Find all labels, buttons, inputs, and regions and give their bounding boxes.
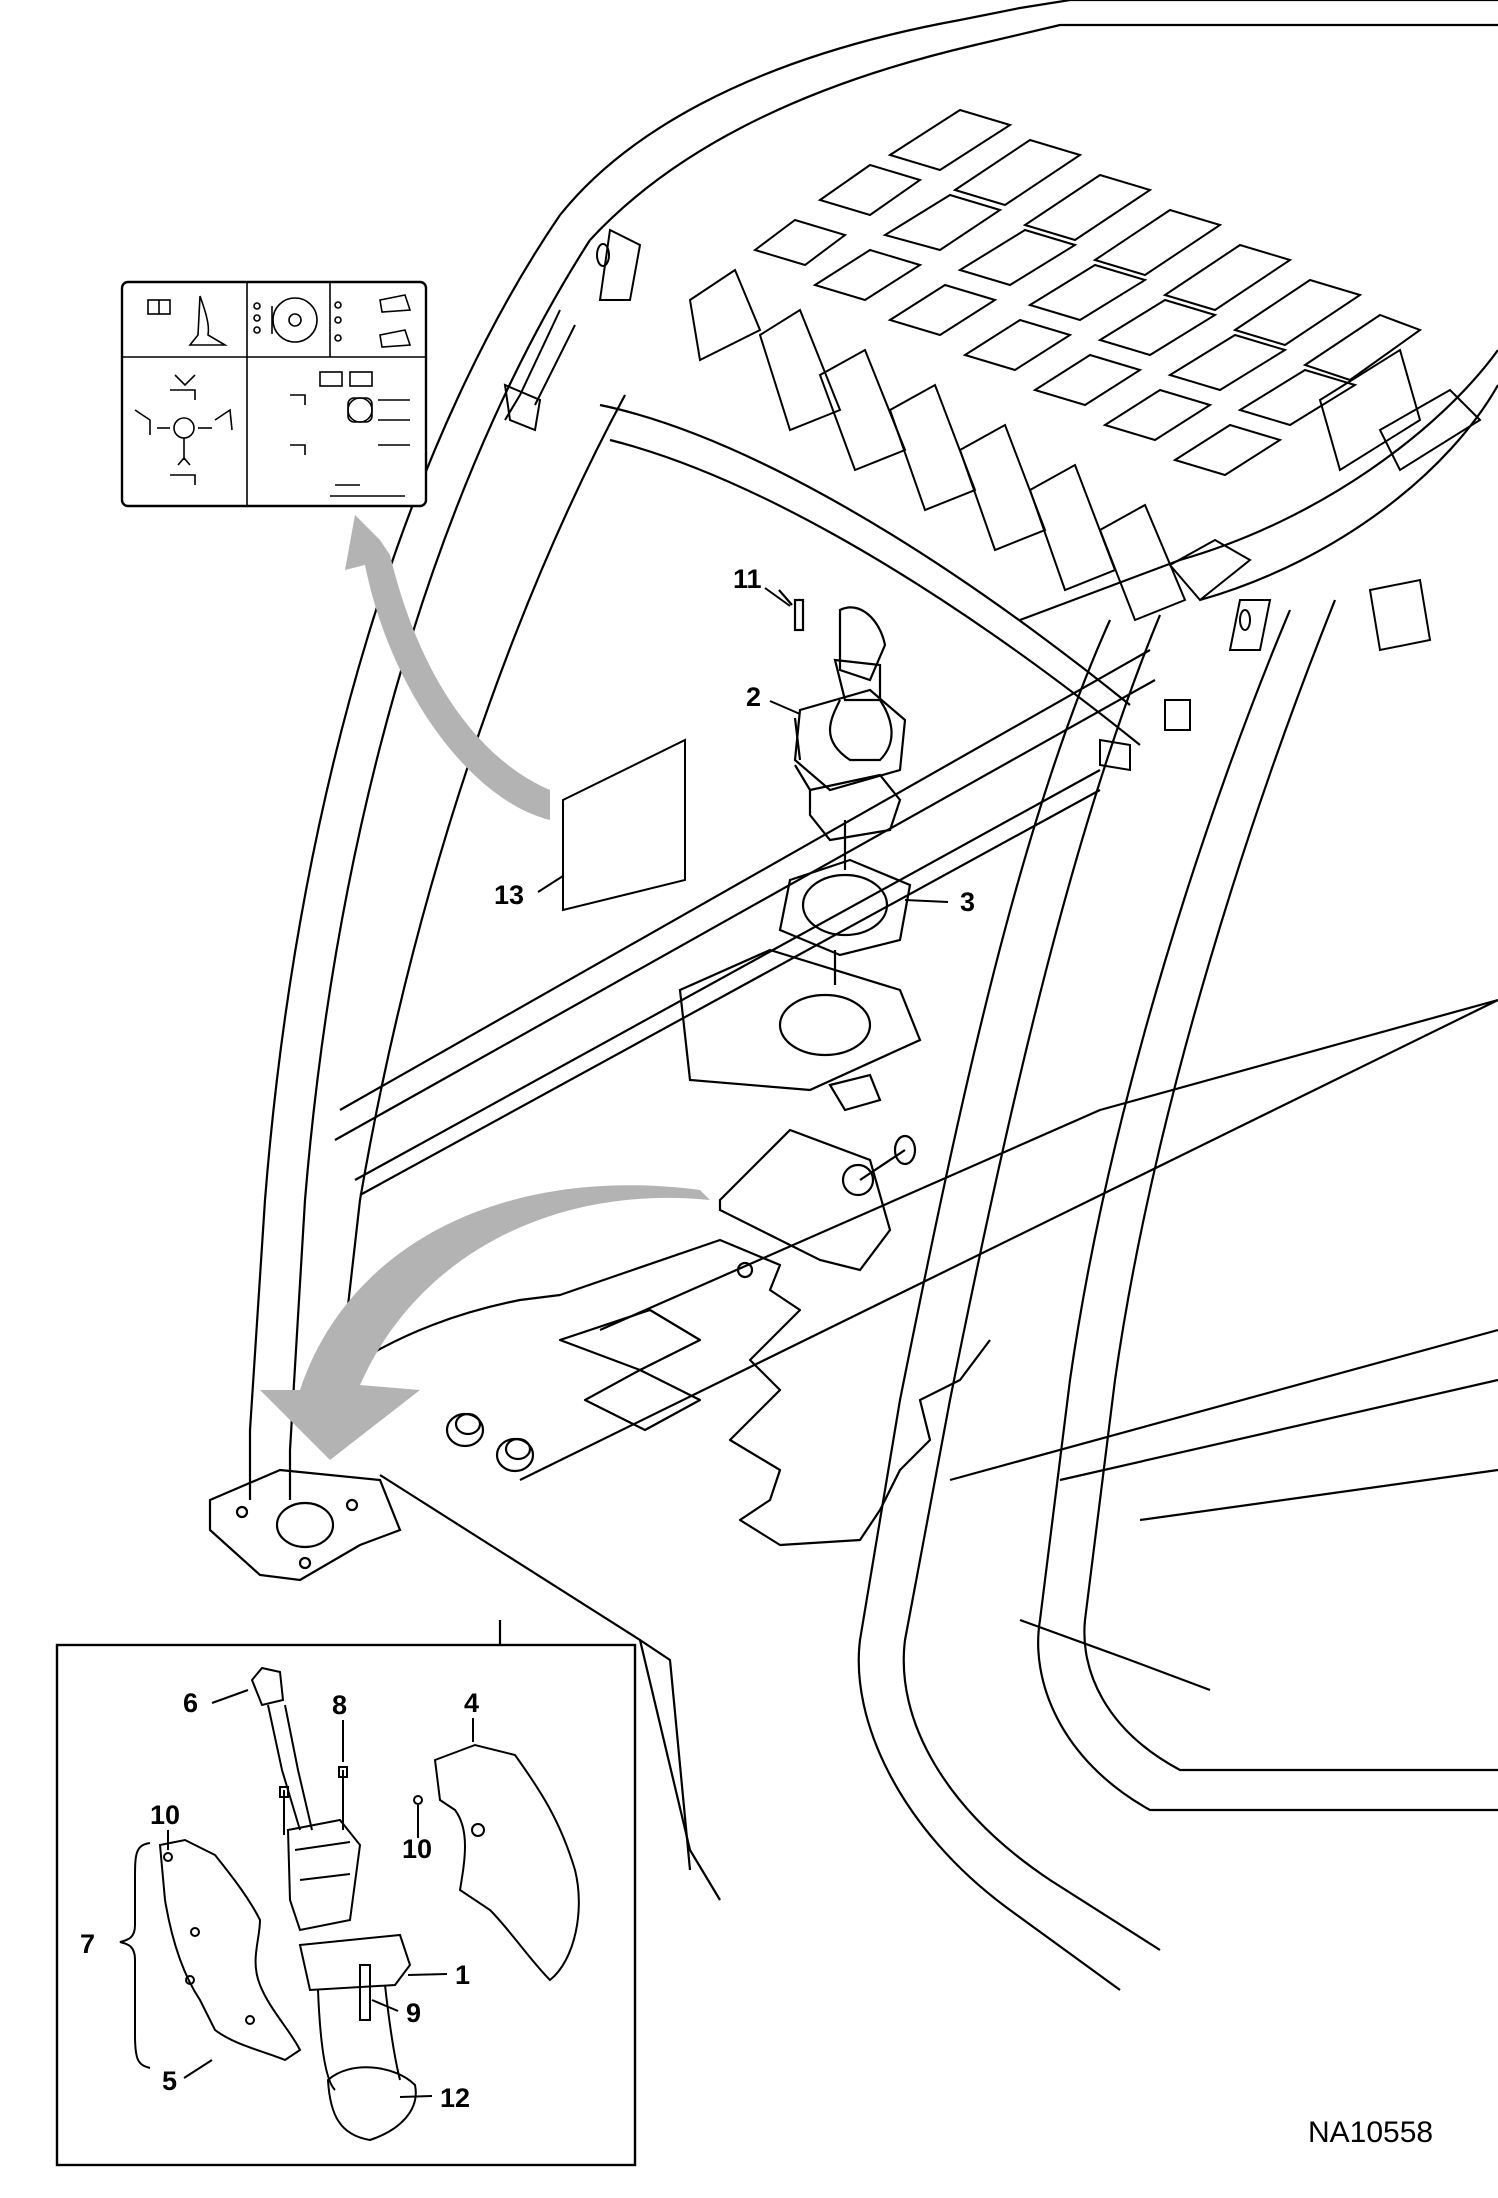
roof-grille: [688, 108, 1482, 622]
dashboard-panel: [329, 1222, 991, 1547]
screw-11: [793, 598, 805, 632]
callout-2: 2: [746, 682, 761, 712]
joystick-assembly: [778, 589, 907, 842]
roof-brackets: [503, 228, 1432, 772]
callout-7: 7: [80, 1929, 95, 1959]
mounting-plate: [678, 948, 922, 1112]
callout-6: 6: [183, 1688, 198, 1718]
joystick-icon: [188, 295, 228, 346]
gasket: [778, 820, 912, 985]
arrow-to-decal: [345, 515, 550, 820]
callout-12: 12: [440, 2083, 470, 2113]
inset-leader-lines: [167, 1689, 474, 2098]
cover-4: [433, 1743, 580, 1982]
vehicle-icon: [379, 294, 412, 313]
boot-12: [326, 2066, 417, 2142]
callout-9: 9: [406, 1998, 421, 2028]
cab-frame: [248, 0, 1498, 1991]
vehicle-icon-2: [379, 329, 412, 348]
callout-labels: 11 2 3 13 6 8 4 10 10 7 1 9 5 12: [80, 564, 975, 2113]
decal-13: [562, 738, 686, 912]
callout-11: 11: [733, 564, 762, 594]
callout-10-left: 10: [150, 1800, 180, 1830]
callout-1: 1: [455, 1960, 470, 1990]
steering-wheel-icon: [272, 297, 318, 343]
figure-id: NA10558: [1308, 2116, 1433, 2149]
callout-13: 13: [494, 880, 524, 910]
callout-3: 3: [960, 887, 975, 917]
foot-mount: [208, 1468, 402, 1582]
lower-joystick: [718, 1128, 917, 1272]
callout-4: 4: [464, 1688, 479, 1718]
lever-knob: [250, 1666, 285, 1707]
lever-detail-inset: [55, 1643, 637, 2167]
lever-inset-frame: [55, 1643, 637, 2167]
arrow-to-inset: [260, 1185, 710, 1460]
decal-inset-frame: [120, 280, 428, 508]
callout-arrows: [260, 515, 710, 1460]
callout-5: 5: [162, 2066, 177, 2096]
callout-10-right: 10: [402, 1834, 432, 1864]
callout-8: 8: [332, 1690, 347, 1720]
main-leader-lines: [537, 587, 949, 903]
pin-9: [359, 1964, 371, 2021]
decal-detail-inset: [120, 280, 428, 508]
